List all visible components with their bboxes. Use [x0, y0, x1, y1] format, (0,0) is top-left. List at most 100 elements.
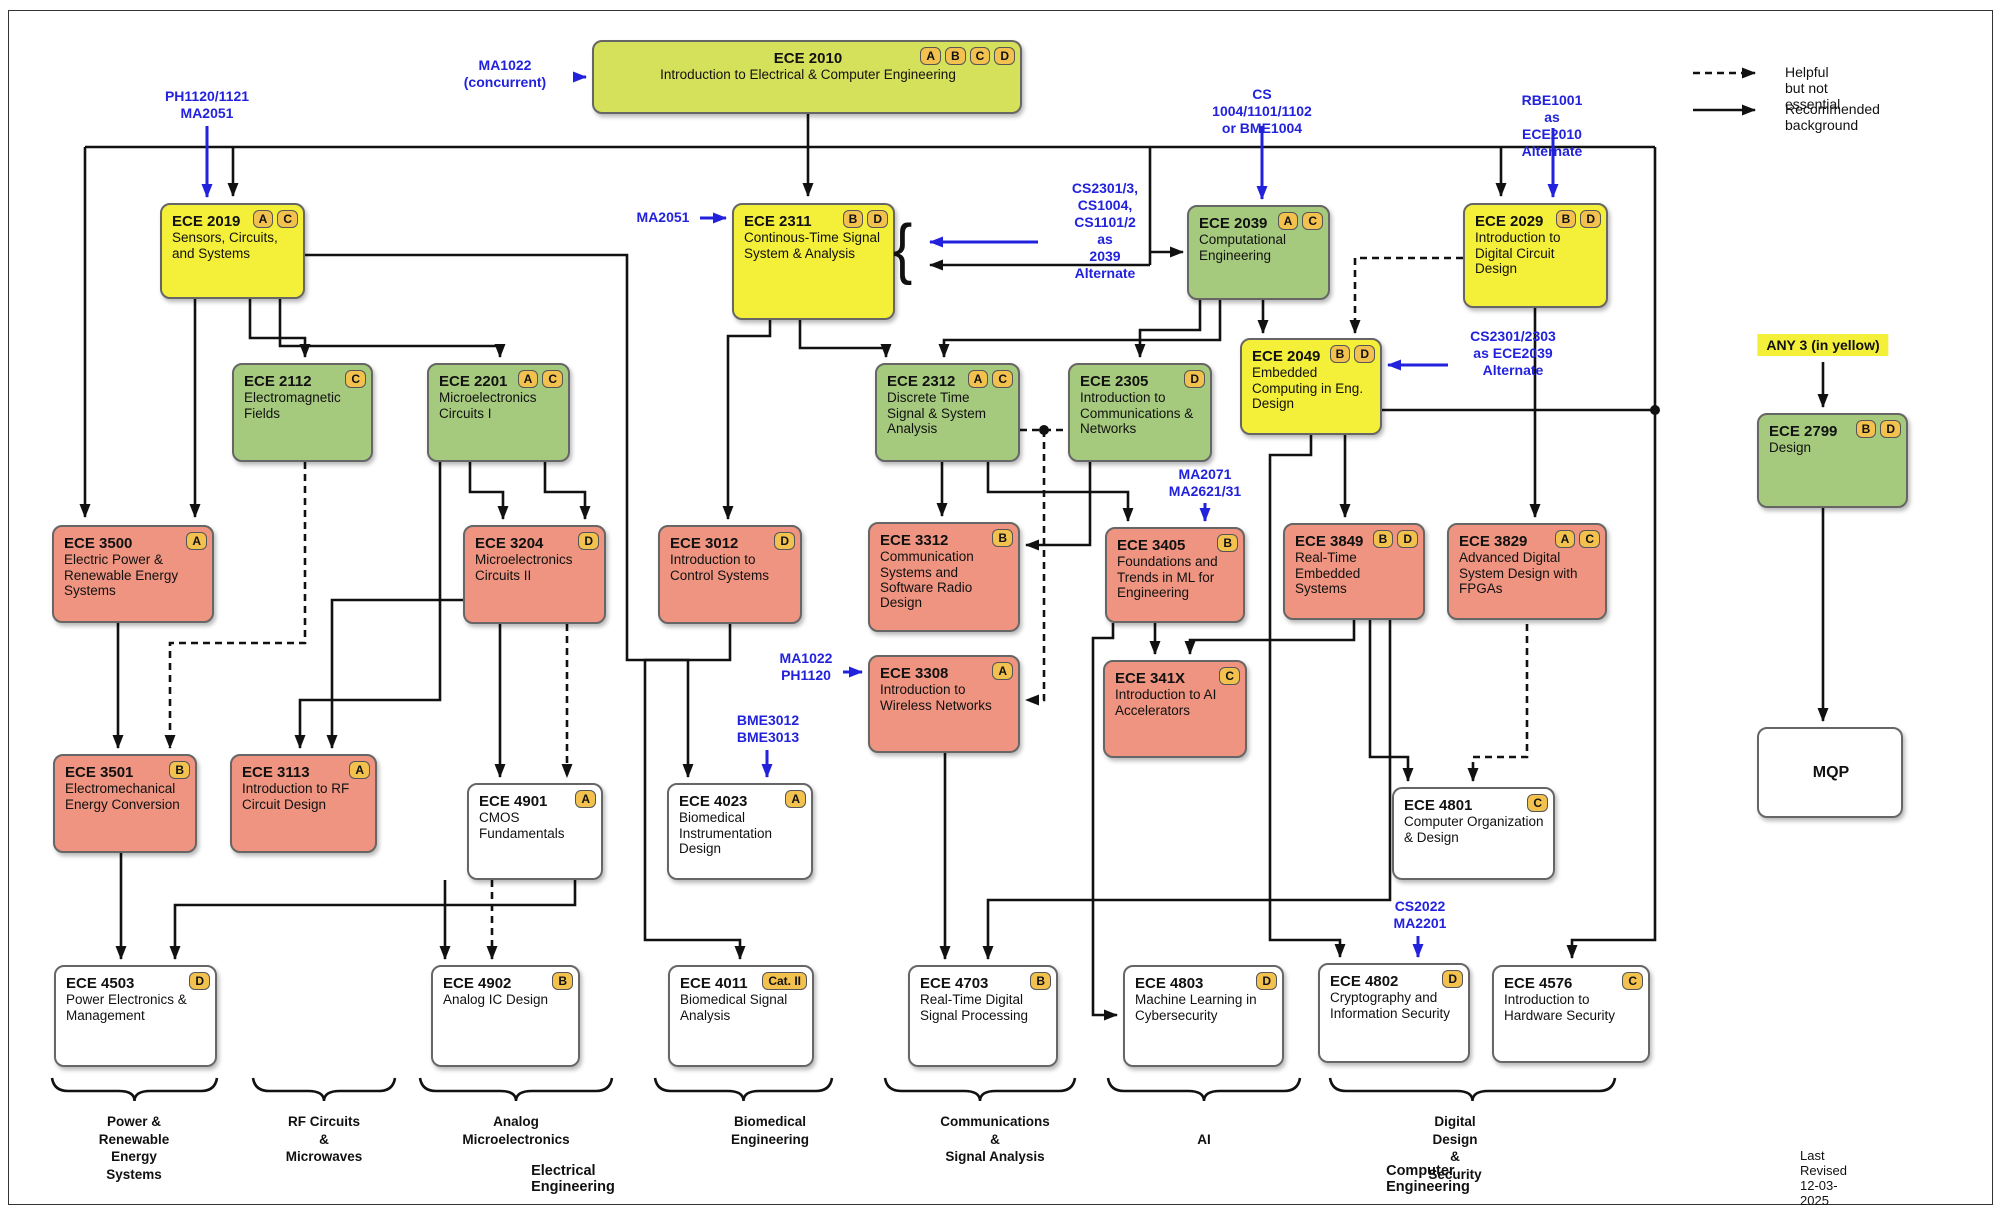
term-badge: D — [578, 532, 599, 550]
category-label: AI — [1197, 1131, 1211, 1147]
course-title: Real-Time Embedded Systems — [1295, 550, 1361, 596]
course-code: ECE 2019 — [172, 213, 241, 230]
term-badge: A — [575, 790, 596, 808]
legend-solid-label: Recommended background — [1785, 101, 1880, 133]
term-badge: B — [992, 529, 1013, 547]
course-title: Electromagnetic Fields — [244, 390, 341, 421]
course-code: ECE 4503 — [66, 975, 135, 992]
course-title: Microelectronics Circuits II — [475, 552, 573, 583]
prereq-note: MA1022 (concurrent) — [463, 57, 547, 91]
term-badge: A — [349, 761, 370, 779]
course-code: ECE 2311 — [744, 213, 812, 230]
course-title: Discrete Time Signal & System Analysis — [887, 390, 987, 436]
course-title: Cryptography and Information Security — [1330, 990, 1451, 1021]
any-three-note: ANY 3 (in yellow) — [1757, 334, 1889, 356]
course-code: ECE 2010 — [773, 50, 843, 67]
course-title: Computational Engineering — [1199, 232, 1287, 263]
term-badge: B — [1030, 972, 1051, 990]
term-badge: C — [1527, 794, 1548, 812]
prereq-note: CS2301/2303 as ECE2039 Alternate — [1470, 328, 1556, 379]
term-badge: D — [1442, 970, 1463, 988]
term-badge: B — [1555, 210, 1577, 228]
term-badge: B — [1855, 420, 1877, 438]
term-badge: B — [944, 47, 966, 65]
category-label: RF Circuits & Microwaves — [285, 1114, 363, 1165]
computer-engineering-label: Computer Engineering — [1386, 1163, 1470, 1195]
course-title: Introduction to Wireless Networks — [880, 682, 992, 713]
term-badge: D — [1397, 530, 1418, 548]
course-title: Introduction to Digital Circuit Design — [1475, 230, 1561, 276]
course-title: Analog IC Design — [443, 992, 549, 1008]
prereq-note: CS 1004/1101/1102 or BME1004 — [1212, 86, 1312, 137]
term-badge: D — [774, 532, 795, 550]
course-code: ECE 2312 — [887, 373, 956, 390]
course-title: CMOS Fundamentals — [479, 810, 565, 841]
course-title: Microelectronics Circuits I — [439, 390, 537, 421]
term-badge: D — [994, 47, 1015, 65]
course-title: Biomedical Instrumentation Design — [679, 810, 773, 856]
term-badge: A — [967, 370, 989, 388]
course-title: Electric Power & Renewable Energy System… — [64, 552, 179, 598]
term-badge: B — [1329, 345, 1351, 363]
course-title: Introduction to Electrical & Computer En… — [660, 67, 956, 83]
term-badge: Cat. II — [762, 972, 807, 990]
term-badge: C — [992, 370, 1013, 388]
course-MQP: MQP — [1757, 727, 1903, 818]
course-title: Advanced Digital System Design with FPGA… — [1459, 550, 1578, 596]
course-title: Biomedical Signal Analysis — [680, 992, 788, 1023]
term-badge: A — [785, 790, 806, 808]
course-title: Introduction to RF Circuit Design — [242, 781, 350, 812]
term-badge: D — [189, 972, 210, 990]
course-code: ECE 4902 — [443, 975, 512, 992]
term-badge: B — [842, 210, 864, 228]
category-label: Biomedical Engineering — [730, 1114, 810, 1147]
prereq-note: MA1022 PH1120 — [779, 650, 833, 684]
category-label: Analog Microelectronics — [462, 1114, 570, 1147]
course-code: ECE 2799 — [1769, 423, 1838, 440]
course-title: Real-Time Digital Signal Processing — [920, 992, 1029, 1023]
prereq-note: PH1120/1121 MA2051 — [164, 88, 250, 122]
legend-dashed-label: Helpful but not essential — [1785, 64, 1841, 112]
course-title: Introduction to Control Systems — [670, 552, 770, 583]
prereq-note: CS2301/3, CS1004, CS1101/2 as 2039 Alter… — [1071, 180, 1139, 282]
course-title: Foundations and Trends in ML for Enginee… — [1117, 554, 1218, 600]
term-badge: D — [1580, 210, 1601, 228]
course-code: ECE 2029 — [1475, 213, 1544, 230]
term-badge: B — [1217, 534, 1238, 552]
term-badge: C — [277, 210, 298, 228]
course-code: ECE 4802 — [1330, 973, 1399, 990]
term-badge: A — [920, 47, 941, 65]
term-badge: A — [186, 532, 207, 550]
term-badge: A — [517, 370, 539, 388]
course-title: Continous-Time Signal System & Analysis — [744, 230, 881, 261]
course-title: Sensors, Circuits, and Systems — [172, 230, 278, 261]
course-code: ECE 3308 — [880, 665, 949, 682]
prereq-note: RBE1001 as ECE2010 Alternate — [1521, 92, 1583, 160]
category-label: Communications & Signal Analysis — [940, 1114, 1050, 1165]
course-title: Embedded Computing in Eng. Design — [1252, 365, 1364, 411]
course-code: ECE 4901 — [479, 793, 548, 810]
course-title: Computer Organization & Design — [1404, 814, 1544, 845]
course-title: Introduction to Hardware Security — [1504, 992, 1616, 1023]
course-title: Communication Systems and Software Radio… — [880, 549, 974, 611]
course-title: Introduction to Communications & Network… — [1080, 390, 1194, 436]
